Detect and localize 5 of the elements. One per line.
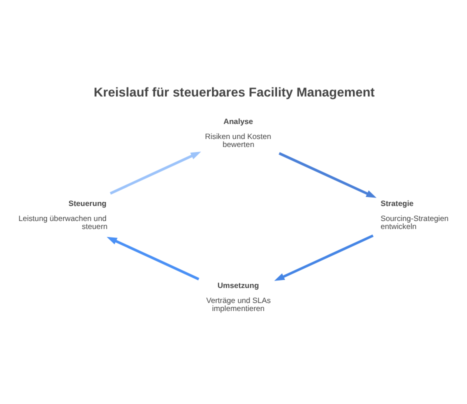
arrow [278,152,377,198]
arrow [110,151,202,194]
arrow [274,234,374,280]
diagram-title: Kreislauf für steuerbares Facility Management [94,84,375,100]
arrow [106,236,200,280]
